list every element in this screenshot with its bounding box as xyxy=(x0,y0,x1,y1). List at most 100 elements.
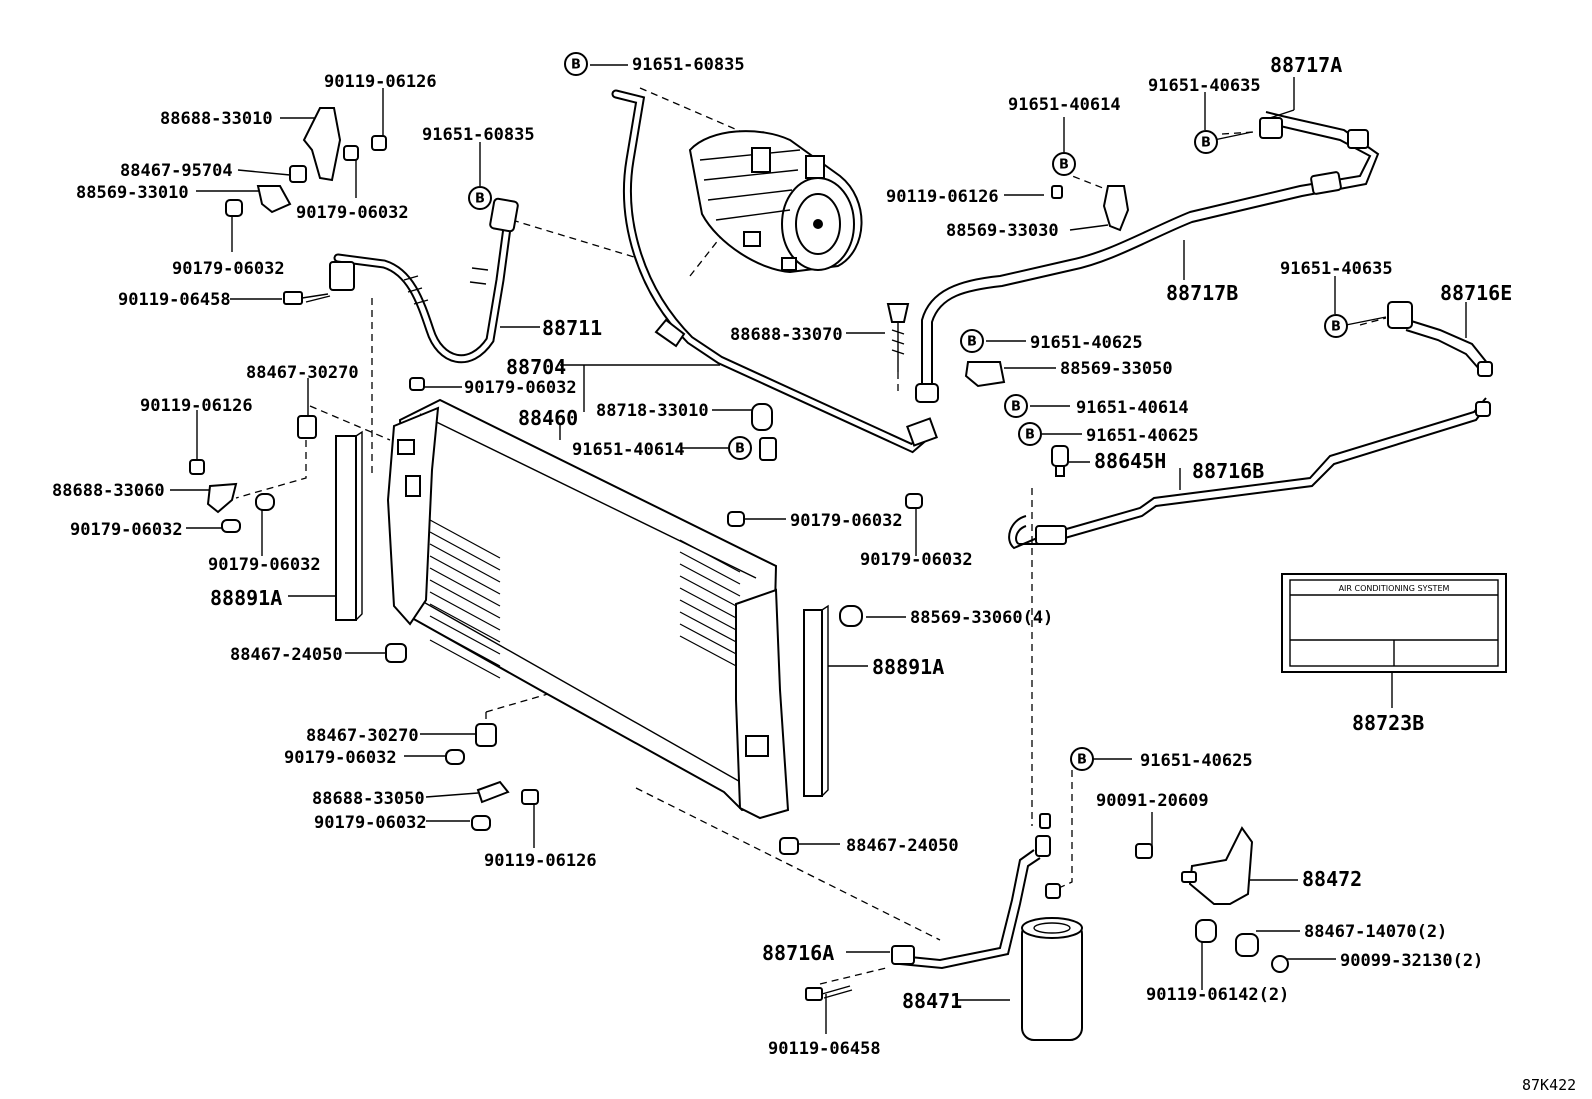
fin-line xyxy=(429,639,501,679)
part-label: 90179-06032 xyxy=(70,520,183,540)
part-label: 91651-40625 xyxy=(1030,333,1143,353)
b-badge-circle xyxy=(1194,130,1218,154)
b-badge: B xyxy=(564,52,588,76)
b-badge-letter: B xyxy=(1201,136,1211,151)
b-badge-circle xyxy=(728,436,752,460)
pipe-88716E xyxy=(1387,301,1493,377)
fin-line xyxy=(679,575,741,609)
part-label: 88569-33030 xyxy=(946,221,1059,241)
part-label: 91651-60835 xyxy=(422,125,535,145)
part-label: 90179-06032 xyxy=(314,813,427,833)
b-badge: B xyxy=(1018,422,1042,446)
part-label: 90179-06032 xyxy=(284,748,397,768)
b-badge-circle xyxy=(1070,747,1094,771)
fin-line xyxy=(429,615,501,655)
part-label: 88569-33010 xyxy=(76,183,189,203)
receiver-dryer-88471 xyxy=(1021,813,1083,1041)
part-label: 90119-06126 xyxy=(886,187,999,207)
part-label: 88569-33060(4) xyxy=(910,608,1053,628)
pipe-88716A xyxy=(891,849,1041,970)
part-label: 91651-40625 xyxy=(1086,426,1199,446)
diagram-code: 87K422 xyxy=(1522,1076,1576,1094)
part-label: 90119-06126 xyxy=(484,851,597,871)
label-plate-title: AIR CONDITIONING SYSTEM xyxy=(1339,584,1450,593)
b-badge: B xyxy=(1004,394,1028,418)
fin-line xyxy=(679,623,741,657)
part-label: 88467-30270 xyxy=(306,726,419,746)
part-label: 90179-06032 xyxy=(790,511,903,531)
b-badge-circle xyxy=(468,186,492,210)
part-label: 90179-06032 xyxy=(296,203,409,223)
part-label: 88569-33050 xyxy=(1060,359,1173,379)
pipe-88717 xyxy=(915,111,1380,403)
part-label: 91651-40614 xyxy=(572,440,685,460)
bolt-90119-06458 xyxy=(805,985,853,1001)
condenser-fins xyxy=(429,519,741,679)
part-label: 88645H xyxy=(1094,449,1166,473)
suction-hose-88704 xyxy=(611,89,938,454)
part-label: 91651-40614 xyxy=(1076,398,1189,418)
part-label: 90119-06126 xyxy=(140,396,253,416)
part-label: 88467-14070(2) xyxy=(1304,922,1447,942)
fin-line xyxy=(679,635,741,669)
part-label: 88472 xyxy=(1302,867,1362,891)
fin-line xyxy=(679,563,741,597)
leader-lines xyxy=(170,64,1467,1034)
part-label: 91651-40635 xyxy=(1280,259,1393,279)
label-plate-88723B: AIR CONDITIONING SYSTEM xyxy=(1281,573,1507,673)
b-badge: B xyxy=(1194,130,1218,154)
b-badge-circle xyxy=(960,329,984,353)
b-badge-circle xyxy=(564,52,588,76)
part-number-labels: 91651-60835 90119-06126 88688-33010 9165… xyxy=(52,53,1512,1059)
b-badge-circle xyxy=(1004,394,1028,418)
fin-line xyxy=(429,579,501,619)
b-badge: B xyxy=(960,329,984,353)
bracket-88688-33010 xyxy=(225,107,387,305)
part-label: 88717B xyxy=(1166,281,1238,305)
b-badge: B xyxy=(1070,747,1094,771)
side-seal-left-88891A xyxy=(335,430,363,621)
fin-line xyxy=(429,531,501,571)
part-label: 90119-06126 xyxy=(324,72,437,92)
part-label: 88688-33050 xyxy=(312,789,425,809)
b-badge-letter: B xyxy=(571,58,581,73)
part-label: 90099-32130(2) xyxy=(1340,951,1483,971)
b-badge-circle xyxy=(1324,314,1348,338)
b-badge-letter: B xyxy=(1025,428,1035,443)
clamp-88569-33050 xyxy=(964,361,1006,388)
part-label: 90179-06032 xyxy=(208,555,321,575)
bracket-88472 xyxy=(1135,826,1289,973)
part-label: 90119-06142(2) xyxy=(1146,985,1289,1005)
b-badge-circle xyxy=(1018,422,1042,446)
b-badge: B xyxy=(728,436,752,460)
b-badge-letter: B xyxy=(967,335,977,350)
part-label: 88688-33060 xyxy=(52,481,165,501)
part-label: 88467-24050 xyxy=(230,645,343,665)
part-label: 88688-33010 xyxy=(160,109,273,129)
fin-line xyxy=(679,599,741,633)
pressure-switch-88645H xyxy=(1051,445,1069,477)
b-badge-letter: B xyxy=(735,442,745,457)
fin-line xyxy=(429,519,501,559)
b-badge: B xyxy=(468,186,492,210)
part-label: 90119-06458 xyxy=(118,290,231,310)
part-label: 88891A xyxy=(872,655,944,679)
compressor xyxy=(688,130,863,274)
fin-line xyxy=(429,591,501,631)
b-badge: B xyxy=(1052,152,1076,176)
b-badge-letter: B xyxy=(475,192,485,207)
part-label: 88716A xyxy=(762,941,834,965)
part-label: 88467-30270 xyxy=(246,363,359,383)
part-label: 88716B xyxy=(1192,459,1264,483)
part-label: 90179-06032 xyxy=(860,550,973,570)
b-badge-letter: B xyxy=(1059,158,1069,173)
part-label: 88688-33070 xyxy=(730,325,843,345)
fin-line xyxy=(429,543,501,583)
part-label: 90091-20609 xyxy=(1096,791,1209,811)
part-label: 91651-40614 xyxy=(1008,95,1121,115)
fin-line xyxy=(679,611,741,645)
part-label: 88723B xyxy=(1352,711,1424,735)
